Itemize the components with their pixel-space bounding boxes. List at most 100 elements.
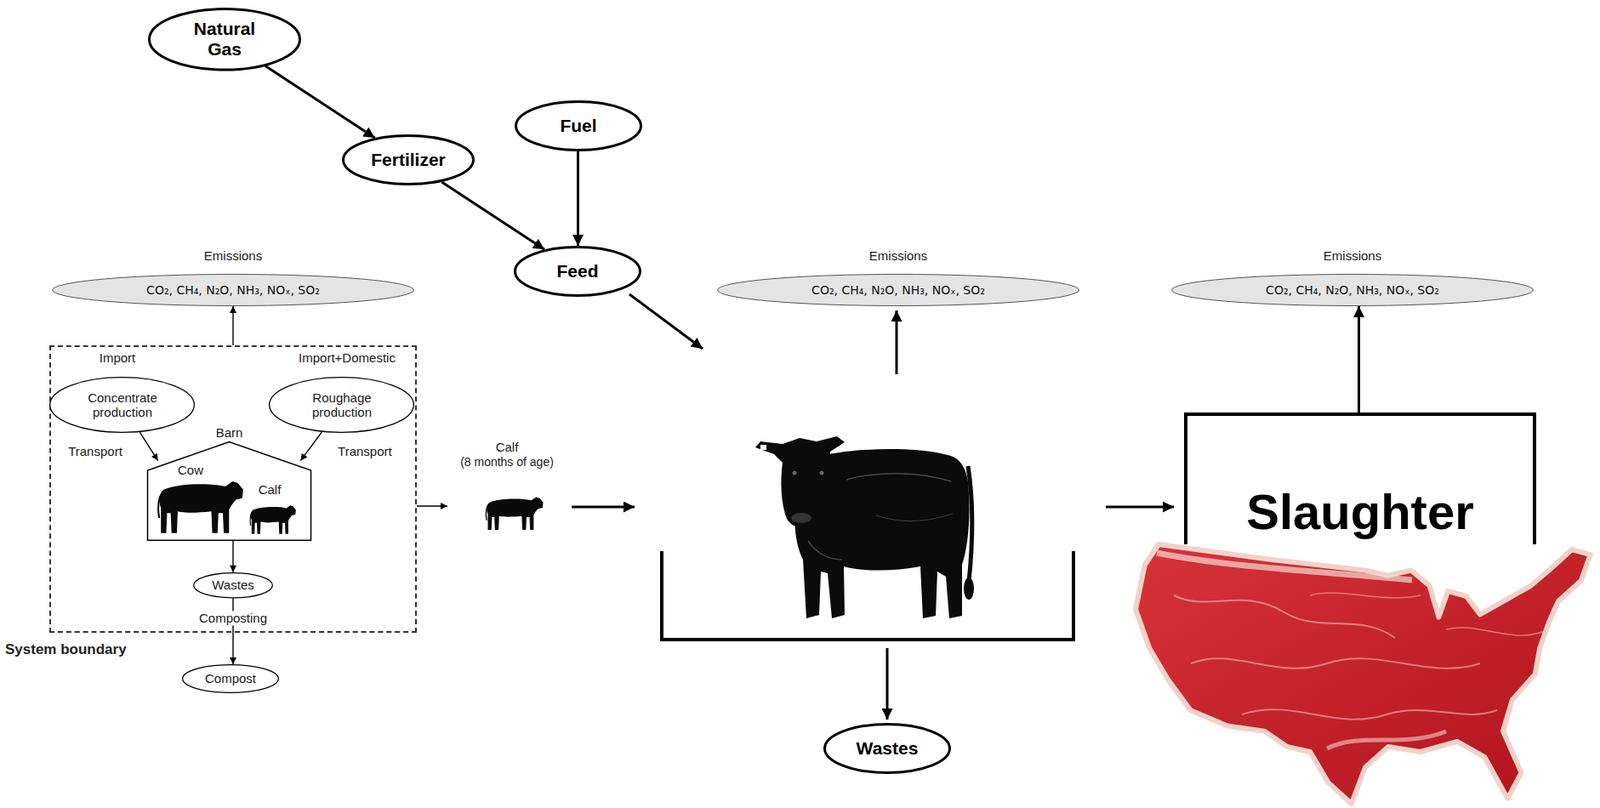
node-label: Feed	[556, 261, 598, 282]
emissions-ellipse-shape	[1172, 274, 1534, 307]
node-body: CO₂, CH₄, N₂O, NH₃, NOₓ, SO₂	[1171, 273, 1534, 307]
cow-nose	[791, 512, 812, 524]
cow-shading	[808, 540, 843, 560]
production-ellipse-shape	[269, 377, 415, 433]
barn-house: Barn	[146, 440, 313, 541]
node-heading: Emissions	[1171, 248, 1534, 263]
node-body: Roughage production	[268, 376, 415, 433]
cow-shading	[876, 513, 953, 522]
calf-silhouette	[485, 496, 543, 530]
input-ellipse: Fertilizer	[341, 134, 475, 186]
barn-house-outline	[146, 440, 313, 541]
ear-tag	[760, 444, 767, 450]
flow-arrow	[300, 432, 322, 462]
flow-arrow	[1357, 306, 1361, 413]
node-label: (8 months of age)	[460, 454, 554, 470]
cow-eye	[819, 471, 825, 476]
node-body: Feed	[513, 245, 642, 297]
cow-shading	[846, 473, 951, 482]
flow-arrow	[441, 182, 545, 250]
production-ellipse: Roughage production	[268, 376, 415, 433]
fat-streak	[1326, 731, 1447, 749]
cow-tail	[963, 577, 974, 600]
node-body: Concentrate production	[49, 376, 195, 433]
node-body: Slaughter	[1187, 415, 1533, 545]
calf-caption: Calf(8 months of age)	[447, 439, 567, 573]
node-body: Fertilizer	[341, 134, 475, 186]
marbling-line	[1309, 592, 1421, 598]
node-heading: Barn	[146, 425, 313, 440]
input-ellipse-shape	[516, 102, 642, 151]
compost-ellipse-shape	[182, 665, 280, 694]
edge-label: Transport	[335, 444, 394, 459]
node-label: Slaughter	[1246, 484, 1475, 540]
flow-arrow	[1105, 506, 1174, 509]
beef-map	[1135, 544, 1591, 804]
beef-cut	[1135, 544, 1591, 804]
marbling-line	[1173, 595, 1396, 638]
node-label: CO₂, CH₄, N₂O, NH₃, NOₓ, SO₂	[1265, 283, 1440, 297]
compost-ellipse: Compost	[182, 664, 280, 694]
input-ellipse: Natural Gas	[148, 7, 302, 72]
waste-ellipse-shape	[825, 724, 951, 774]
fat-cap	[1156, 552, 1413, 581]
flow-arrow	[895, 310, 899, 375]
node-label: Roughage production	[294, 390, 390, 421]
node-label: Concentrate production	[74, 390, 171, 421]
diagram-label: Import	[99, 350, 137, 365]
input-ellipse-shape	[343, 136, 474, 185]
barn-outline	[148, 442, 312, 541]
calf-silhouette	[250, 505, 297, 534]
marbling-line	[1190, 658, 1481, 669]
marbling-line	[1241, 709, 1498, 720]
waste-ellipse: Wastes	[193, 572, 274, 598]
flow-arrow	[232, 306, 234, 346]
node-body: Calf(8 months of age)	[447, 439, 567, 573]
node-heading: Emissions	[51, 248, 415, 263]
system-boundary: System boundaryConcentrate productionRou…	[49, 345, 417, 633]
node-label: Fuel	[559, 115, 597, 137]
cow-head	[755, 436, 845, 528]
node-body: Compost	[182, 664, 280, 694]
cow-silhouette	[158, 481, 244, 534]
input-ellipse: Fuel	[514, 100, 643, 152]
node-body	[146, 440, 313, 541]
node-body: Wastes	[823, 723, 951, 775]
flow-arrow	[416, 505, 448, 507]
node-label: Fertilizer	[370, 149, 446, 171]
node-label: Wastes	[856, 738, 919, 759]
cow-eye	[792, 471, 798, 476]
production-ellipse-shape	[50, 377, 195, 433]
flow-arrow	[576, 151, 580, 246]
node-label: Compost	[204, 671, 257, 686]
flow-arrow	[232, 540, 234, 573]
slaughter-box: Slaughter	[1184, 412, 1537, 545]
node-label: CO₂, CH₄, N₂O, NH₃, NOₓ, SO₂	[811, 283, 986, 297]
emissions-ellipse-shape	[52, 274, 415, 307]
cow-tail	[967, 466, 973, 582]
flow-arrow	[886, 648, 889, 720]
node-heading: Emissions	[717, 248, 1080, 263]
diagram-label: Cow	[177, 462, 204, 478]
flow-arrow	[265, 66, 376, 139]
emissions-ellipse: CO₂, CH₄, N₂O, NH₃, NOₓ, SO₂Emissions	[51, 273, 415, 307]
production-ellipse: Concentrate production	[49, 376, 195, 433]
waste-ellipse-shape	[193, 572, 274, 598]
cattle-illustration	[755, 436, 974, 619]
diagram-label: Calf	[258, 482, 282, 497]
beef-marbling	[1156, 552, 1549, 749]
flow-arrow	[629, 294, 703, 349]
node-body: Fuel	[514, 100, 643, 152]
input-ellipse: Feed	[513, 245, 642, 297]
cow-body	[795, 449, 970, 619]
waste-ellipse: Wastes	[823, 723, 951, 775]
node-body: Natural Gas	[148, 7, 302, 72]
node-body: CO₂, CH₄, N₂O, NH₃, NOₓ, SO₂	[717, 273, 1080, 307]
node-label: Wastes	[211, 577, 254, 593]
edge-label: Transport	[66, 444, 125, 459]
emissions-ellipse: CO₂, CH₄, N₂O, NH₃, NOₓ, SO₂Emissions	[717, 273, 1080, 307]
